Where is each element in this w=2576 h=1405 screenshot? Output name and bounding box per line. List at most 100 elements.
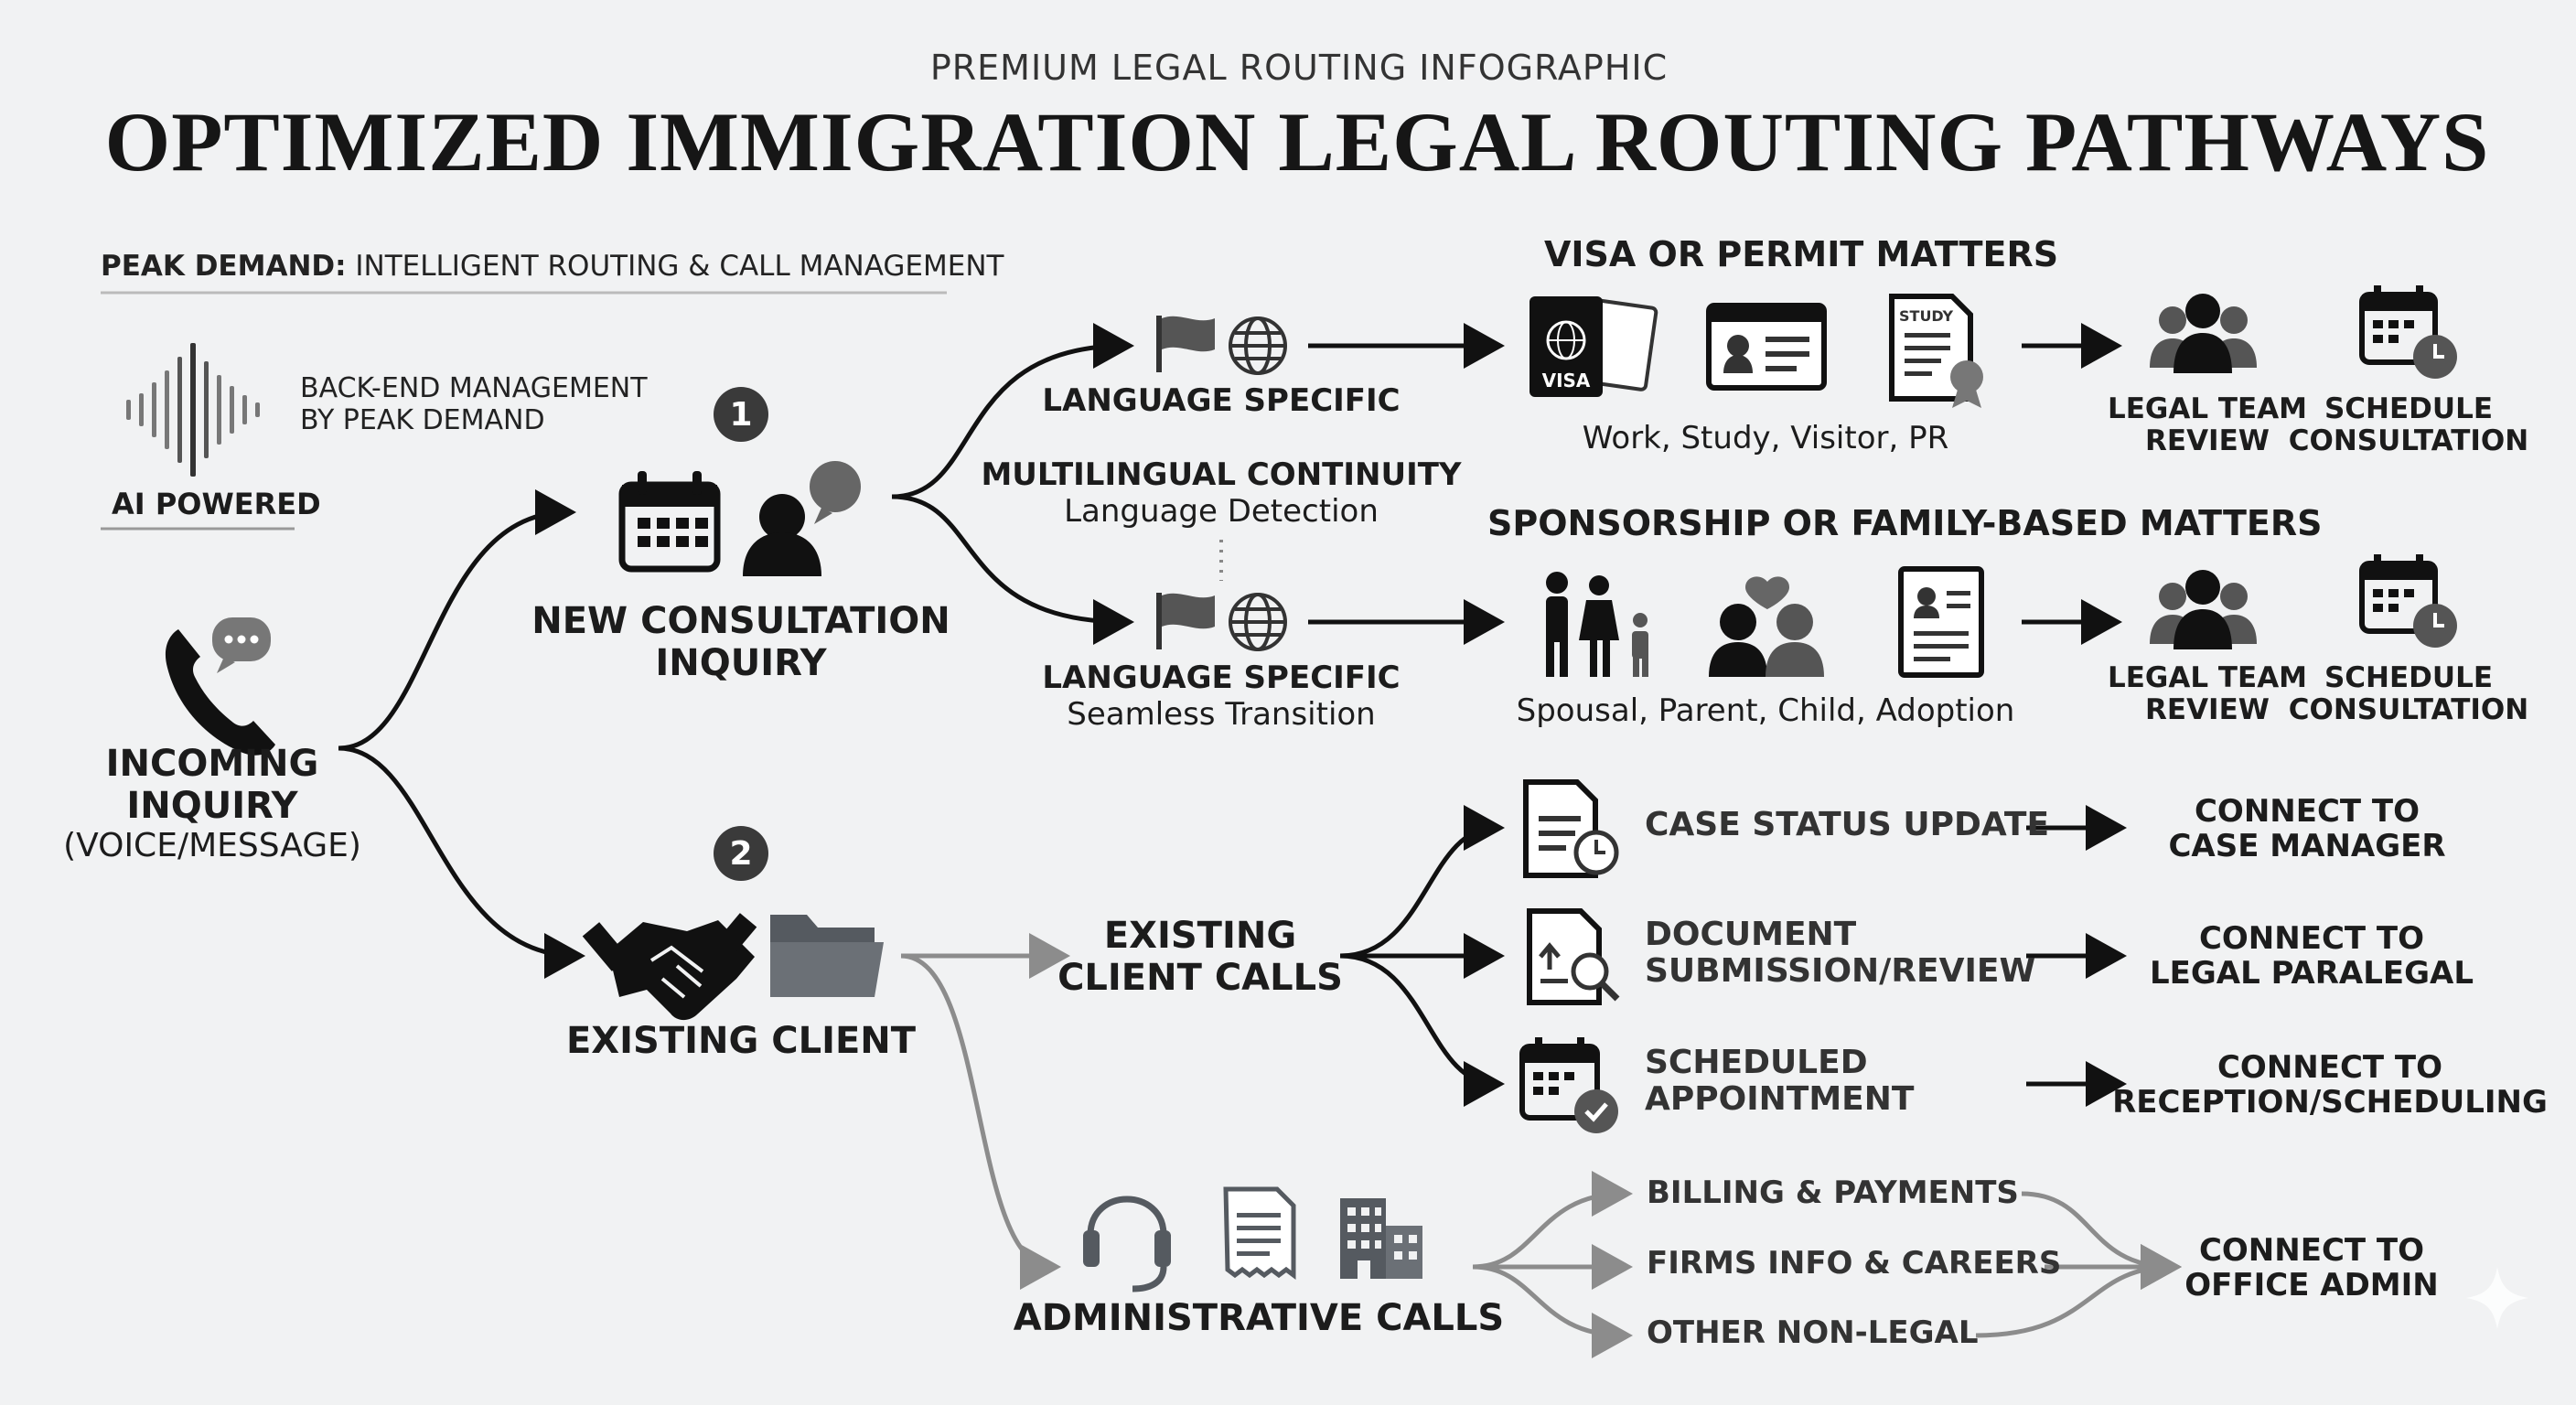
study-icon-text: STUDY bbox=[1899, 307, 1954, 325]
appointment-line-2: APPOINTMENT bbox=[1645, 1080, 1915, 1119]
legal-team-review-top: LEGAL TEAM REVIEW bbox=[2108, 393, 2307, 456]
connect-line-2: CASE MANAGER bbox=[2168, 828, 2446, 865]
case-status-icon bbox=[1523, 779, 1619, 878]
handshake-icon bbox=[582, 913, 757, 1021]
id-card-icon bbox=[1706, 303, 1827, 391]
legal-team-review-bottom: LEGAL TEAM REVIEW bbox=[2108, 662, 2307, 725]
case-status-label: CASE STATUS UPDATE bbox=[1645, 806, 2050, 843]
connector-lines-muted bbox=[900, 933, 2182, 1358]
passport-visa-text: VISA bbox=[1541, 370, 1591, 391]
appointment-line-1: SCHEDULED bbox=[1645, 1044, 1868, 1081]
step-1-badge bbox=[714, 387, 768, 442]
connect-line-1: CONNECT TO bbox=[2198, 1232, 2425, 1269]
schedule-consultation-bottom: SCHEDULE CONSULTATION bbox=[2289, 662, 2528, 725]
backend-label: BACK-END MANAGEMENT BY PEAK DEMAND bbox=[300, 372, 648, 436]
calendar-clock-icon-bottom bbox=[2359, 554, 2457, 648]
arrow-admin-to-billing bbox=[1472, 1171, 1633, 1270]
document-label: DOCUMENT SUBMISSION/REVIEW bbox=[1645, 916, 2036, 991]
flag-icon-top bbox=[1156, 316, 1215, 372]
calendar-icon bbox=[618, 471, 721, 573]
arrow-new-to-lang-bottom bbox=[891, 494, 1134, 645]
calls-line-1: EXISTING bbox=[1103, 915, 1297, 957]
globe-icon-bottom bbox=[1229, 593, 1287, 651]
invoice-icon bbox=[1223, 1186, 1296, 1280]
document-line-2: SUBMISSION/REVIEW bbox=[1645, 952, 2036, 991]
schedule-line-1: SCHEDULE bbox=[2324, 661, 2494, 694]
connect-legal-paralegal: CONNECT TO LEGAL PARALEGAL bbox=[2150, 921, 2474, 991]
language-detection-desc: Language Detection bbox=[1064, 493, 1379, 530]
study-document-icon bbox=[1889, 294, 1983, 408]
multilingual-continuity-label: MULTILINGUAL CONTINUITY bbox=[981, 456, 1462, 493]
peak-demand-text: INTELLIGENT ROUTING & CALL MANAGEMENT bbox=[355, 250, 1004, 283]
arrow-other-to-admin bbox=[1975, 1244, 2182, 1338]
family-icon bbox=[1546, 572, 1648, 677]
seamless-transition-desc: Seamless Transition bbox=[1067, 696, 1376, 733]
document-upload-icon bbox=[1527, 908, 1620, 1005]
badge-2-number: 2 bbox=[729, 835, 753, 873]
phone-icon bbox=[165, 629, 275, 756]
legal-team-line-1: LEGAL TEAM bbox=[2107, 661, 2308, 694]
connector-lines bbox=[338, 323, 2127, 1107]
new-consult-line-1: NEW CONSULTATION bbox=[531, 600, 950, 642]
existing-client-calls-label: EXISTING CLIENT CALLS bbox=[1057, 915, 1343, 999]
language-specific-bottom: LANGUAGE SPECIFIC bbox=[1042, 660, 1401, 696]
billing-payments-label: BILLING & PAYMENTS bbox=[1647, 1174, 2019, 1211]
connect-reception: CONNECT TO RECEPTION/SCHEDULING bbox=[2112, 1050, 2548, 1120]
arrow-existing-to-admin bbox=[900, 953, 1061, 1290]
passport-icon bbox=[1530, 296, 1658, 397]
legal-team-line-2: REVIEW bbox=[2145, 692, 2270, 726]
document-line-1: DOCUMENT bbox=[1645, 916, 1857, 953]
office-building-icon bbox=[1340, 1198, 1422, 1279]
connect-line-2: OFFICE ADMIN bbox=[2184, 1267, 2439, 1304]
headset-icon bbox=[1083, 1196, 1171, 1292]
schedule-consultation-top: SCHEDULE CONSULTATION bbox=[2289, 393, 2528, 456]
connect-line-2: RECEPTION/SCHEDULING bbox=[2112, 1084, 2548, 1121]
flag-icon-bottom bbox=[1156, 593, 1215, 649]
language-specific-top: LANGUAGE SPECIFIC bbox=[1042, 382, 1401, 419]
badge-1-number: 1 bbox=[729, 396, 753, 434]
visa-heading: VISA OR PERMIT MATTERS bbox=[1544, 234, 2059, 274]
arrow-incoming-to-existing bbox=[338, 745, 585, 979]
administrative-calls-label: ADMINISTRATIVE CALLS bbox=[1013, 1297, 1505, 1339]
arrow-incoming-to-new bbox=[338, 489, 576, 751]
person-question-icon bbox=[743, 461, 861, 576]
schedule-line-2: CONSULTATION bbox=[2288, 424, 2529, 457]
peak-demand-bold: PEAK DEMAND: bbox=[101, 250, 347, 283]
connect-line-2: LEGAL PARALEGAL bbox=[2150, 955, 2474, 992]
incoming-line-1: INCOMING bbox=[105, 743, 319, 785]
appointment-label: SCHEDULED APPOINTMENT bbox=[1645, 1044, 1915, 1119]
peak-demand-heading: PEAK DEMAND: INTELLIGENT ROUTING & CALL … bbox=[101, 250, 1004, 283]
new-consult-line-2: INQUIRY bbox=[655, 642, 827, 684]
chat-bubble-icon bbox=[212, 617, 271, 673]
legal-team-icon-bottom bbox=[2150, 570, 2257, 649]
other-non-legal-label: OTHER NON-LEGAL bbox=[1647, 1314, 1979, 1351]
ai-powered-label: AI POWERED bbox=[112, 487, 321, 521]
legal-team-icon-top bbox=[2150, 294, 2257, 373]
visa-desc: Work, Study, Visitor, PR bbox=[1582, 420, 1949, 456]
folder-icon bbox=[770, 915, 884, 997]
calendar-check-icon bbox=[1519, 1037, 1618, 1133]
calls-line-2: CLIENT CALLS bbox=[1057, 957, 1343, 999]
header-subtitle: PREMIUM LEGAL ROUTING INFOGRAPHIC bbox=[929, 48, 1669, 88]
sponsor-heading: SPONSORSHIP OR FAMILY-BASED MATTERS bbox=[1487, 503, 2323, 543]
existing-client-label: EXISTING CLIENT bbox=[565, 1020, 917, 1062]
schedule-line-2: CONSULTATION bbox=[2288, 692, 2529, 726]
sparkle-icon bbox=[2466, 1267, 2528, 1329]
arrow-calls-to-status bbox=[1339, 805, 1505, 959]
backend-line-2: BY PEAK DEMAND bbox=[300, 403, 545, 436]
page-title: OPTIMIZED IMMIGRATION LEGAL ROUTING PATH… bbox=[104, 95, 2490, 188]
legal-team-line-1: LEGAL TEAM bbox=[2107, 392, 2308, 425]
connect-case-manager: CONNECT TO CASE MANAGER bbox=[2168, 794, 2445, 863]
incoming-line-2: INQUIRY bbox=[126, 785, 298, 827]
legal-team-line-2: REVIEW bbox=[2145, 424, 2270, 457]
step-2-badge bbox=[714, 826, 768, 881]
firms-info-label: FIRMS INFO & CAREERS bbox=[1647, 1245, 2062, 1282]
sponsor-desc: Spousal, Parent, Child, Adoption bbox=[1516, 692, 2015, 729]
backend-line-1: BACK-END MANAGEMENT bbox=[300, 372, 648, 404]
connect-line-1: CONNECT TO bbox=[2198, 920, 2425, 957]
arrow-admin-to-other bbox=[1472, 1264, 1633, 1358]
incoming-line-3: (VOICE/MESSAGE) bbox=[63, 827, 361, 864]
calendar-clock-icon-top bbox=[2359, 285, 2457, 379]
arrow-calls-to-appointment bbox=[1339, 953, 1505, 1107]
